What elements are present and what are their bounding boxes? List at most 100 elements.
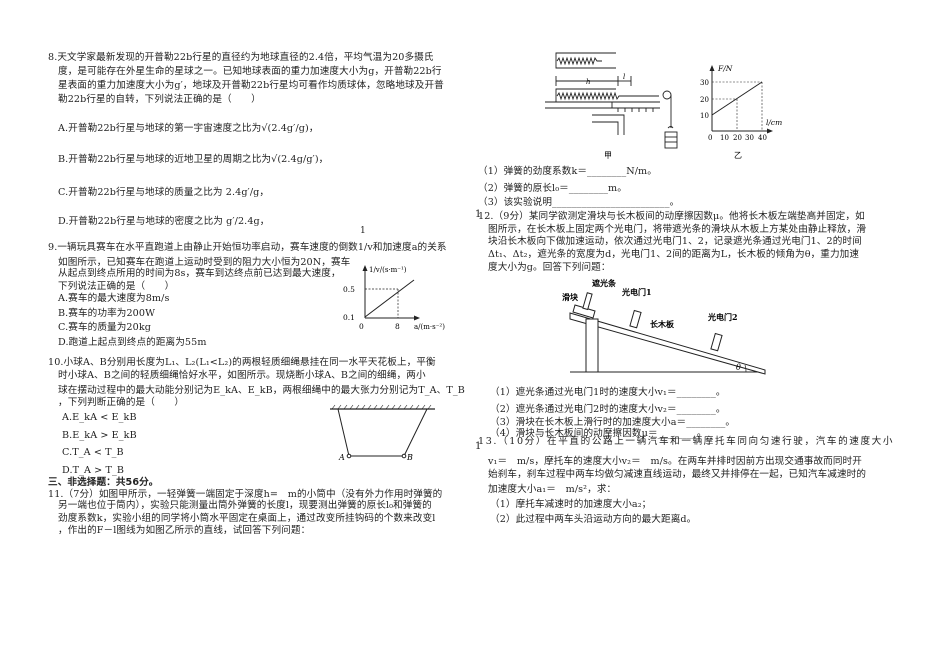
label-l: l — [623, 73, 625, 81]
label-gate2: 光电门2 — [707, 312, 738, 322]
y-axis-label: F/N — [717, 64, 733, 73]
section-heading: 三、非选择题：共56分。 — [48, 477, 159, 488]
q9-option-d: D.跑道上起点到终点的距离为55m — [58, 337, 207, 348]
origin-label: 0 — [359, 322, 364, 331]
q12-line: 12.（9分）某同学欲测定滑块与长木板间的动摩擦因数μ。他将长木板左端垫高并固定… — [478, 211, 865, 222]
q13-line: 始刹车，刹车过程中两车均做匀减速直线运动，最终又并排停在一起，已知汽车减速时的 — [488, 469, 867, 480]
y-tick: 10 — [700, 112, 709, 120]
ceiling-hatch — [331, 404, 432, 410]
q12-sub: （4）滑块与长木板间的动摩擦因数μ＝________。 — [490, 428, 707, 439]
q10-figure: A B — [330, 404, 435, 462]
graph-line — [364, 279, 415, 318]
q10-line: ，下列判断正确的是（ ） — [58, 397, 185, 408]
y-axis-arrow — [362, 265, 368, 271]
support — [585, 318, 599, 373]
q8-line: 星表面的重力加速度大小为g′，地球及开普勒22b行星均可看作均质球体，忽略地球及… — [58, 80, 444, 91]
page-mark: 1 — [475, 209, 482, 220]
q10-line: 球在摆动过程中的最大动能分别记为E_kA、E_kB，两根细绳中的最大张力分别记为… — [58, 385, 465, 396]
y-tick: 20 — [700, 96, 709, 104]
label-b: B — [406, 453, 413, 462]
q9-option-a: A.赛车的最大速度为8m/s — [58, 293, 170, 304]
label-h: h — [586, 78, 591, 86]
label-strip: 遮光条 — [592, 278, 617, 288]
x-tick: 8 — [395, 322, 400, 331]
caption-yi: 乙 — [734, 151, 742, 160]
y-tick: 30 — [700, 79, 709, 87]
q10-option-b: B.E_kA > E_kB — [62, 430, 137, 441]
q8-line: 8.天文学家最新发现的开普勒22b行星的直径约为地球直径的2.4倍，平均气温为2… — [48, 52, 434, 63]
spring-stretched — [556, 91, 659, 101]
q13-sub: （1）摩托车减速时的加速度大小a₂； — [490, 499, 652, 510]
f-l-line — [711, 81, 763, 116]
photogate-1 — [629, 309, 642, 329]
q8-line: 勒22b行星的自转，下列说法正确的是（ ） — [58, 94, 261, 105]
rope-b — [403, 408, 428, 457]
label-theta: θ — [736, 363, 741, 372]
q13-line: v₁＝ m/s，摩托车的速度大小v₂＝ m/s。在两车并排时因前方出现交通事故而… — [488, 456, 862, 467]
y-tick: 0.1 — [343, 313, 355, 322]
q10-line: 10.小球A、B分别用长度为L₁、L₂(L₁<L₂)的两根轻质细绳悬挂在同一水平… — [48, 357, 436, 368]
q10-option-c: C.T_A < T_B — [62, 447, 124, 458]
q10-option-a: A.E_kA < E_kB — [62, 412, 137, 423]
q11-line: 11.（7分）如图甲所示，一轻弹簧一端固定于深度h= m的小筒中（没有外力作用时… — [48, 489, 443, 500]
q13-sub: （2）此过程中两车头沿运动方向的最大距离d。 — [490, 514, 697, 525]
q8-option-a: A.开普勒22b行星与地球的第一宇宙速度之比为√(2.4g′/g)， — [58, 123, 319, 134]
label-board: 长木板 — [650, 319, 675, 329]
q12-sub: （3）滑块在长木板上滑行时的加速度大小a＝________。 — [490, 417, 736, 428]
fig-jia — [545, 52, 678, 149]
q11-line: 另一端也位于筒内），实验只能测量出筒外弹簧的长度l，现要测出弹簧的原长l₀和弹簧… — [58, 500, 432, 511]
label-gate1: 光电门1 — [621, 287, 652, 297]
q12-line: 块沿长木板向下做加速运动，依次通过光电门1、2，记录遮光条通过光电门1、2的时间 — [488, 236, 862, 247]
q11-sub: （3）该实验说明________________________。 — [478, 197, 680, 208]
q11-line: ，作出的F－l图线为如图乙所示的直线，试回答下列问题： — [58, 525, 311, 536]
q8-line: 度，是可能存在外星生命的星球之一。已知地球表面的重力加速度大小为g，开普勒22b… — [58, 66, 442, 77]
x-axis-arrow — [414, 315, 420, 321]
long-board — [569, 312, 766, 375]
q11-sub: （1）弹簧的劲度系数k＝________N/m。 — [478, 166, 657, 177]
q12-sub: （1）遮光条通过光电门1时的速度大小v₁＝________。 — [490, 387, 726, 398]
fig-yi: F/N l/cm 10 20 30 0 10 20 30 40 乙 — [700, 64, 782, 160]
caption-jia: 甲 — [604, 151, 612, 160]
q9-line: 9.一辆玩具赛车在水平直跑道上由静止开始恒功率启动，赛车速度的倒数1/v和加速度… — [48, 242, 447, 253]
x-tick: 30 — [745, 134, 754, 142]
q9-option-b: B.赛车的功率为200W — [58, 308, 156, 319]
q13-line: 加速度大小a₁＝ m/s²，求： — [488, 484, 617, 495]
stray-mark: 1 — [360, 226, 366, 236]
q9-option-c: C.赛车的质量为20kg — [58, 322, 151, 333]
q12-line: 度大小为g。回答下列问题： — [488, 262, 611, 273]
x-axis-label: a/(m·s⁻²) — [414, 323, 445, 331]
light-strip — [582, 292, 593, 311]
q13-line: 13.（10分）在平直的公路上一辆汽车和一辆摩托车同向匀速行驶，汽车的速度大小 — [478, 436, 895, 447]
q12-line: 图所示，在长木板上固定两个光电门，将带遮光条的滑块从木板上方某处由静止释放，滑 — [488, 224, 867, 235]
q10-line: 时小球A、B之间的轻质细绳恰好水平，如图所示。现烧断小球A、B之间的细绳，两小 — [58, 370, 426, 381]
y-tick: 0.5 — [343, 285, 355, 294]
ball-a — [346, 453, 352, 459]
q9-line: 从起点到终点所用的时间为8s，赛车到达终点前已达到最大速度， — [58, 268, 341, 279]
angle-arc — [744, 364, 747, 373]
q8-option-d: D.开普勒22b行星与地球的密度之比为 g′/2.4g， — [58, 216, 270, 227]
x-tick: 40 — [758, 134, 767, 142]
x-tick: 10 — [720, 134, 729, 142]
q12-incline-figure: 遮光条 滑块 光电门1 长木板 光电门2 θ — [562, 278, 766, 375]
q12-sub: （2）遮光条通过光电门2时的速度大小v₂＝________。 — [490, 404, 726, 415]
label-slider: 滑块 — [562, 292, 579, 302]
q9-graph: 1/v/(s·m⁻¹) 0.5 0.1 0 8 a/(m·s⁻²) — [343, 265, 445, 331]
q11-sub: （2）弹簧的原长l₀＝________m。 — [478, 183, 627, 194]
x-tick: 0 — [708, 134, 712, 142]
q9-line: 如图所示，已知赛车在跑道上运动时受到的阻力大小恒为20N，赛车 — [58, 257, 351, 268]
x-tick: 20 — [733, 134, 742, 142]
x-axis-label: l/cm — [766, 118, 782, 127]
q8-option-c: C.开普勒22b行星与地球的质量之比为 2.4g′/g， — [58, 187, 270, 198]
spring-free — [556, 56, 602, 66]
label-a: A — [338, 453, 345, 462]
y-axis-label: 1/v/(s·m⁻¹) — [369, 266, 407, 274]
photogate-2 — [710, 332, 723, 352]
q8-option-b: B.开普勒22b行星与地球的近地卫星的周期之比为√(2.4g/g′)， — [58, 154, 329, 165]
q9-line: 下列说法正确的是（ ） — [58, 281, 175, 292]
pulley — [662, 90, 672, 100]
page-mark: 1 — [475, 441, 482, 452]
rope-a — [337, 408, 350, 457]
q11-figures: h l 甲 F/N l/cm 10 20 30 0 10 20 30 40 乙 — [545, 52, 782, 160]
q10-option-d: D.T_A > T_B — [62, 465, 125, 476]
q11-line: 劲度系数k，实验小组的同学将小筒水平固定在桌面上，通过改变所挂钩码的个数来改变l — [58, 513, 436, 524]
